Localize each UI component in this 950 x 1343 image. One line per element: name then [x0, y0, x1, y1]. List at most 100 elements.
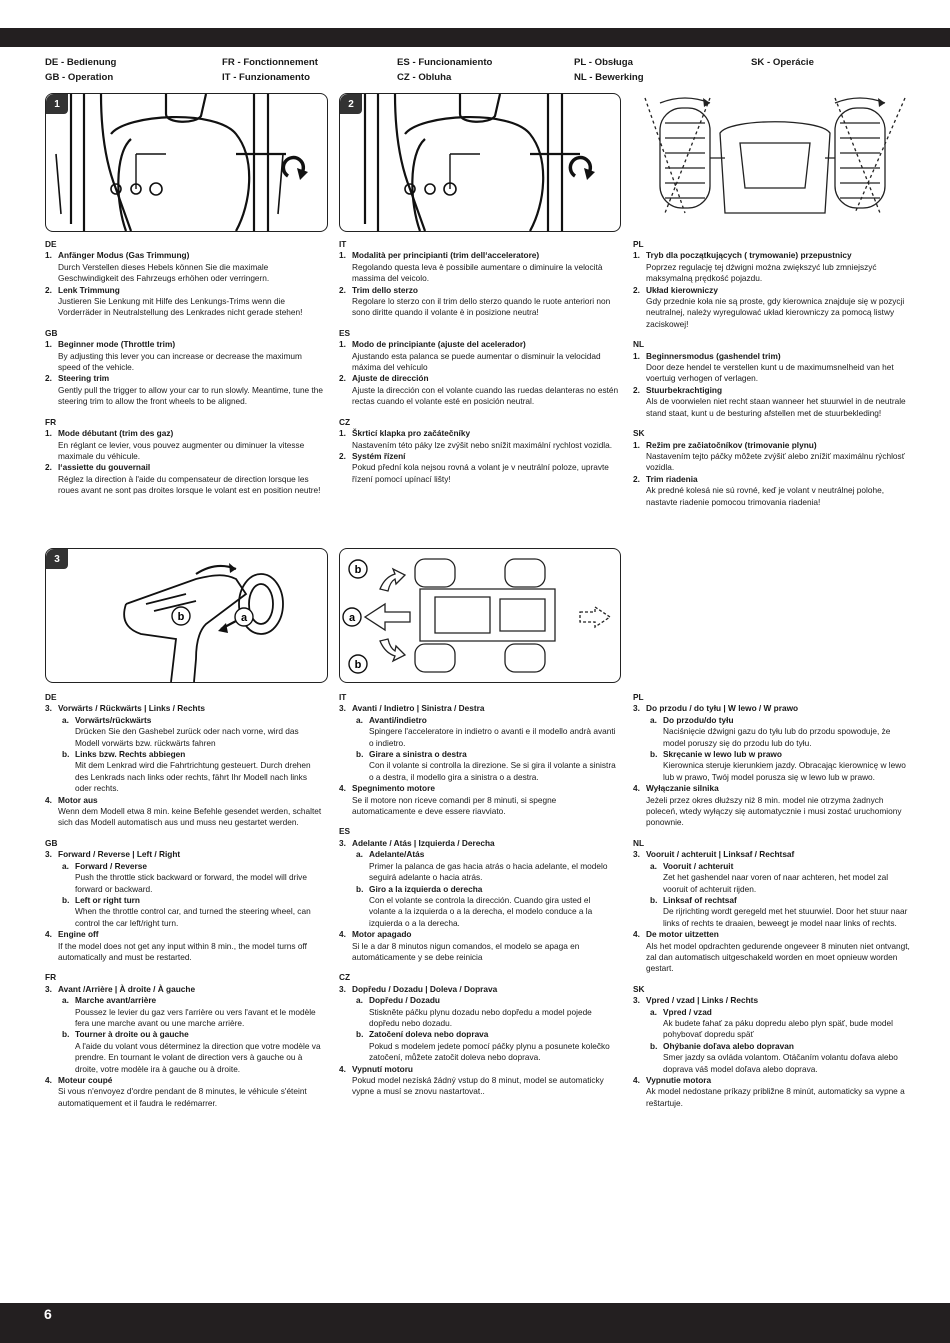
item-number: 2. [45, 284, 52, 295]
sub-item-title: Dopředu / Dozadu [369, 995, 440, 1006]
item-number: 1. [45, 250, 52, 261]
instruction-item: 2.Trim dello sterzo [339, 285, 619, 296]
sub-item-description: Kierownica steruje kierunkiem jazdy. Obr… [663, 760, 906, 782]
language-heading: PL [633, 692, 644, 702]
sub-item-letter: b. [356, 749, 364, 760]
instruction-heading: 3.Avanti / Indietro | Sinistra / Destra [339, 703, 619, 714]
item-number: 2. [339, 373, 346, 384]
sub-item-title: Ohýbanie doľava alebo dopravan [663, 1040, 794, 1051]
header-label: NL - Bewerking [574, 71, 644, 83]
item-number: 3. [339, 703, 346, 714]
car-front-wheels-illustration [644, 97, 906, 214]
sub-item-description: Spingere l'acceleratore in indietro o av… [369, 726, 616, 748]
sub-item-title: Skręcanie w lewo lub w prawo [663, 749, 782, 760]
sub-item: a.Do przodu/do tyłu [633, 715, 913, 726]
sub-item-title: Adelante/Atás [369, 849, 425, 860]
header-col-3: ES - Funcionamiento CZ - Obluha [397, 56, 492, 85]
item-number: 2. [339, 450, 346, 461]
header-label: SK - Operácie [751, 57, 814, 68]
header-col-5: SK - Operácie [751, 56, 814, 71]
item-title: Spegnimento motore [352, 783, 435, 794]
item-number: 3. [45, 983, 52, 994]
instruction-item: 2. Systém řízení [339, 451, 619, 462]
item-title: Systém řízení [352, 450, 406, 461]
sub-item: a.Vpred / vzad [633, 1007, 913, 1018]
instruction-heading: 3.Dopředu / Dozadu | Doleva / Doprava [339, 984, 619, 995]
transmitter-side-illustration: b a [123, 563, 284, 682]
figure-3-car-top-view: b a b [339, 548, 621, 683]
item-number: 1. [45, 428, 52, 439]
item-title: Modo de principiante (ajuste del acelera… [352, 339, 526, 350]
sub-item-title: Vooruit / achteruit [663, 860, 734, 871]
item-description: Nastavením této páky lze zvýšit nebo sní… [352, 439, 613, 450]
label-a-marker [234, 607, 254, 627]
sub-item-letter: b. [356, 1029, 364, 1040]
sub-item: a.Vorwärts/rückwärts [45, 715, 325, 726]
header-col-1: DE - Bedienung GB - Operation [45, 56, 116, 85]
item-number: 3. [45, 703, 52, 714]
sub-item: a. Dopředu / Dozadu [339, 995, 619, 1006]
label-b: b [178, 611, 185, 623]
item-title: Anfänger Modus (Gas Trimmung) [58, 250, 190, 261]
transmitter-steering-illustration [363, 94, 595, 231]
sub-item-letter: b. [650, 894, 658, 905]
item-number: 4. [339, 1063, 346, 1074]
item-title: Ajuste de dirección [352, 373, 429, 384]
item-description: Gently pull the trigger to allow your ca… [58, 384, 324, 407]
instruction-item: 1.Tryb dla początkujących ( trymowanie) … [633, 250, 913, 261]
item-number: 3. [633, 849, 640, 860]
language-heading: SK [633, 983, 645, 994]
item-title: Engine off [58, 929, 99, 940]
sub-item: b.Tourner à droite ou à gauche [45, 1029, 325, 1040]
item-description: Ajuste la dirección con el volante cuand… [352, 384, 619, 407]
sub-item-letter: b. [356, 883, 364, 894]
figure-2-car-front-view [640, 93, 910, 230]
item-number: 1. [633, 250, 640, 261]
item-title: Beginnersmodus (gashendel trim) [646, 350, 781, 361]
sub-item-title: Avanti/indietro [369, 714, 427, 725]
item-title: Vorwärts / Rückwärts | Links / Rechts [58, 703, 205, 714]
sub-item: b. Zatočení doleva nebo doprava [339, 1029, 619, 1040]
sub-item-title: Vorwärts/rückwärts [75, 714, 152, 725]
header-col-2: FR - Fonctionnement IT - Funzionamento [222, 56, 318, 85]
item-title: Lenk Trimmung [58, 284, 120, 295]
item-description: Pokud model nezíská žádný vstup do 8 min… [352, 1075, 604, 1097]
language-heading: GB [45, 837, 58, 848]
instruction-item: 1.Beginner mode (Throttle trim) [45, 339, 325, 350]
header-label: FR - Fonctionnement [222, 57, 318, 68]
instruction-item: 2.l‘assiette du gouvernail [45, 462, 325, 473]
sub-item-title: Do przodu/do tyłu [663, 714, 734, 725]
item-description: Als de voorwielen niet recht staan wanne… [646, 396, 906, 418]
language-heading: NL [633, 339, 645, 350]
item-description: Pokud přední kola nejsou rovná a volant … [352, 462, 609, 484]
instruction-heading: 3.Forward / Reverse | Left / Right [45, 849, 325, 860]
rotate-arrow-icon [281, 155, 308, 180]
sub-item-title: Links bzw. Rechts abbiegen [75, 749, 186, 760]
instruction-item: 2.Trim riadenia [633, 474, 913, 485]
item-title: Stuurbekrachtiging [646, 384, 723, 395]
sub-item-title: Tourner à droite ou à gauche [75, 1029, 189, 1040]
item-title: l‘assiette du gouvernail [58, 462, 151, 473]
instruction-item: 4.Spegnimento motore [339, 783, 619, 794]
item-title: Beginner mode (Throttle trim) [58, 339, 176, 350]
sub-item-description: De rijrichting wordt geregeld met het st… [663, 906, 908, 928]
item-number: 1. [339, 428, 346, 439]
language-heading: CZ [339, 972, 351, 983]
instruction-item: 4.Motor aus [45, 795, 325, 806]
item-title: Wyłączanie silnika [646, 783, 719, 794]
sub-item-title: Zatočení doleva nebo doprava [369, 1029, 489, 1040]
bottom-bar [0, 1303, 950, 1343]
header-label: CZ - Obluha [397, 71, 452, 83]
sub-item-letter: a. [356, 995, 363, 1006]
instruction-item: 2.Układ kierowniczy [633, 285, 913, 296]
item-title: Škrticí klapka pro začátečníky [352, 428, 471, 439]
sub-item-letter: a. [650, 860, 657, 871]
item-title: Adelante / Atás | Izquierda / Derecha [352, 837, 495, 848]
item-title: Trim dello sterzo [352, 284, 418, 295]
language-heading: CZ [339, 416, 351, 427]
item-description: Als het model opdrachten gedurende ongev… [646, 940, 910, 974]
header-label: IT - Funzionamento [222, 71, 310, 83]
